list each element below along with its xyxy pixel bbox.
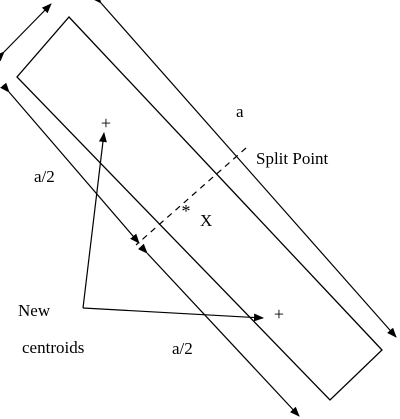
split-line: [135, 147, 247, 246]
width-dimension-arrow: [0, 3, 52, 62]
upper-half-label: a/2: [34, 167, 55, 186]
centroid-leader-lower: [82, 307, 264, 322]
point-x-label: X: [200, 211, 212, 230]
upper-half-dimension-arrow: [0, 82, 140, 244]
centroid-marker-upper: +: [101, 113, 111, 133]
side-length-label: a: [236, 102, 244, 121]
split-point-label: Split Point: [256, 149, 329, 168]
centroid-leader-upper: [82, 132, 107, 309]
x-point-marker: *: [182, 201, 191, 221]
new-centroids-label-line1: New: [18, 301, 51, 320]
length-dimension-arrow: [92, 0, 397, 338]
lower-half-dimension-arrow: [137, 243, 300, 417]
centroid-marker-lower: +: [274, 304, 284, 324]
lower-half-label: a/2: [172, 339, 193, 358]
new-centroids-label-line2: centroids: [22, 338, 84, 357]
